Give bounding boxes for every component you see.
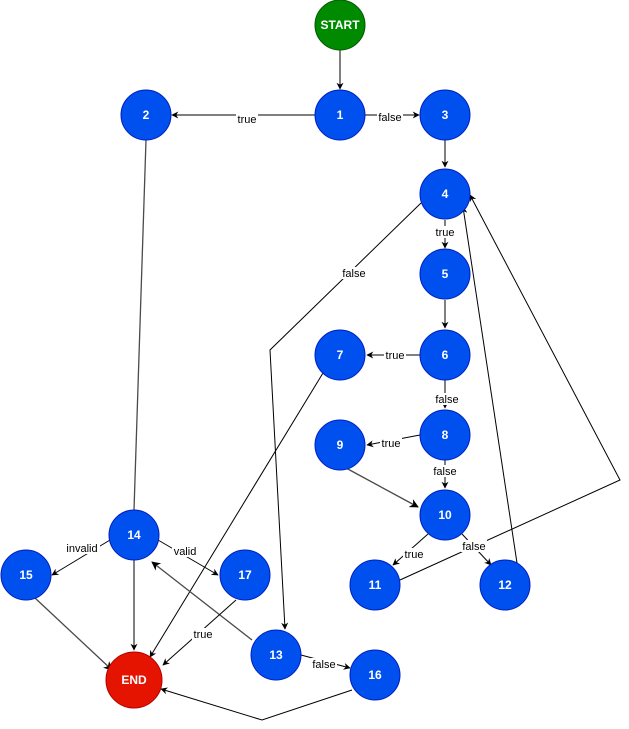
node-13: 13	[250, 629, 302, 681]
node-6-circle	[419, 329, 471, 381]
edge-14-15	[51, 539, 111, 576]
edge-16-end	[160, 687, 353, 721]
edge-14-17	[157, 539, 219, 576]
node-8: 8	[419, 409, 471, 461]
edge-label-10-12: false	[462, 541, 485, 553]
edge-13-14	[151, 561, 253, 641]
edge-label-4-13: false	[342, 268, 365, 280]
node-8-label: 8	[442, 428, 449, 442]
node-11-circle	[349, 559, 401, 611]
node-10-label: 10	[438, 508, 452, 522]
edge-label-1-2: true	[238, 114, 257, 126]
edge-label-17-end: true	[194, 629, 213, 641]
edge-labels: true false true false true false true fa…	[64, 111, 487, 671]
node-6: 6	[419, 329, 471, 381]
edge-label-8-9: true	[382, 438, 401, 450]
node-3-label: 3	[442, 108, 449, 122]
node-3-circle	[419, 89, 471, 141]
node-14-label: 14	[127, 528, 141, 542]
edge-label-10-11: true	[405, 549, 424, 561]
edges	[34, 50, 621, 721]
node-7-label: 7	[337, 348, 344, 362]
node-17-circle	[219, 549, 271, 601]
node-1: 1	[314, 89, 366, 141]
node-5: 5	[419, 248, 471, 300]
node-9-circle	[314, 419, 366, 471]
node-2-circle	[120, 89, 172, 141]
node-7: 7	[314, 329, 366, 381]
node-10-circle	[419, 489, 471, 541]
node-14: 14	[108, 509, 160, 561]
node-10: 10	[419, 489, 471, 541]
node-11-label: 11	[369, 578, 382, 592]
node-12: 12	[479, 559, 531, 611]
node-13-circle	[250, 629, 302, 681]
node-2: 2	[120, 89, 172, 141]
node-4: 4	[419, 168, 471, 220]
node-12-circle	[479, 559, 531, 611]
node-3: 3	[419, 89, 471, 141]
node-13-label: 13	[269, 648, 283, 662]
node-start-label: START	[320, 18, 360, 32]
node-2-label: 2	[143, 108, 150, 122]
node-12-label: 12	[498, 578, 512, 592]
node-15-circle	[0, 549, 52, 601]
node-start: START	[314, 0, 366, 51]
node-4-label: 4	[442, 187, 449, 201]
node-6-label: 6	[442, 348, 449, 362]
node-17-label: 17	[238, 568, 252, 582]
node-end-circle	[105, 651, 163, 709]
edge-label-8-10: false	[433, 466, 456, 478]
node-8-circle	[419, 409, 471, 461]
node-5-circle	[419, 248, 471, 300]
edge-label-13-16: false	[312, 659, 335, 671]
node-1-label: 1	[337, 108, 344, 122]
edge-2-end	[133, 139, 147, 511]
edge-4-13	[269, 202, 422, 630]
node-16-label: 16	[368, 668, 382, 682]
node-1-circle	[314, 89, 366, 141]
edge-label-14-17: valid	[174, 546, 197, 558]
node-9-label: 9	[337, 438, 344, 452]
node-15: 15	[0, 549, 52, 601]
node-4-circle	[419, 168, 471, 220]
node-start-circle	[314, 0, 366, 51]
node-17: 17	[219, 549, 271, 601]
edge-12-4	[460, 206, 518, 564]
node-11: 11	[349, 559, 401, 611]
edge-label-4-5: true	[436, 227, 455, 239]
edge-9-10	[345, 467, 419, 508]
node-5-label: 5	[442, 267, 449, 281]
node-14-circle	[108, 509, 160, 561]
node-9: 9	[314, 419, 366, 471]
node-16: 16	[349, 649, 401, 701]
node-16-circle	[349, 649, 401, 701]
edge-7-end	[149, 372, 324, 658]
edge-label-14-15: invalid	[66, 543, 97, 555]
node-end: END	[105, 651, 163, 709]
node-7-circle	[314, 329, 366, 381]
edge-label-1-3: false	[378, 112, 401, 124]
nodes: START 1 2 3 4 5 6 7	[0, 0, 531, 709]
node-end-label: END	[121, 673, 147, 687]
node-15-label: 15	[19, 568, 33, 582]
edge-label-6-7: true	[386, 350, 405, 362]
edge-label-6-8: false	[435, 394, 458, 406]
edge-15-end	[34, 597, 113, 671]
